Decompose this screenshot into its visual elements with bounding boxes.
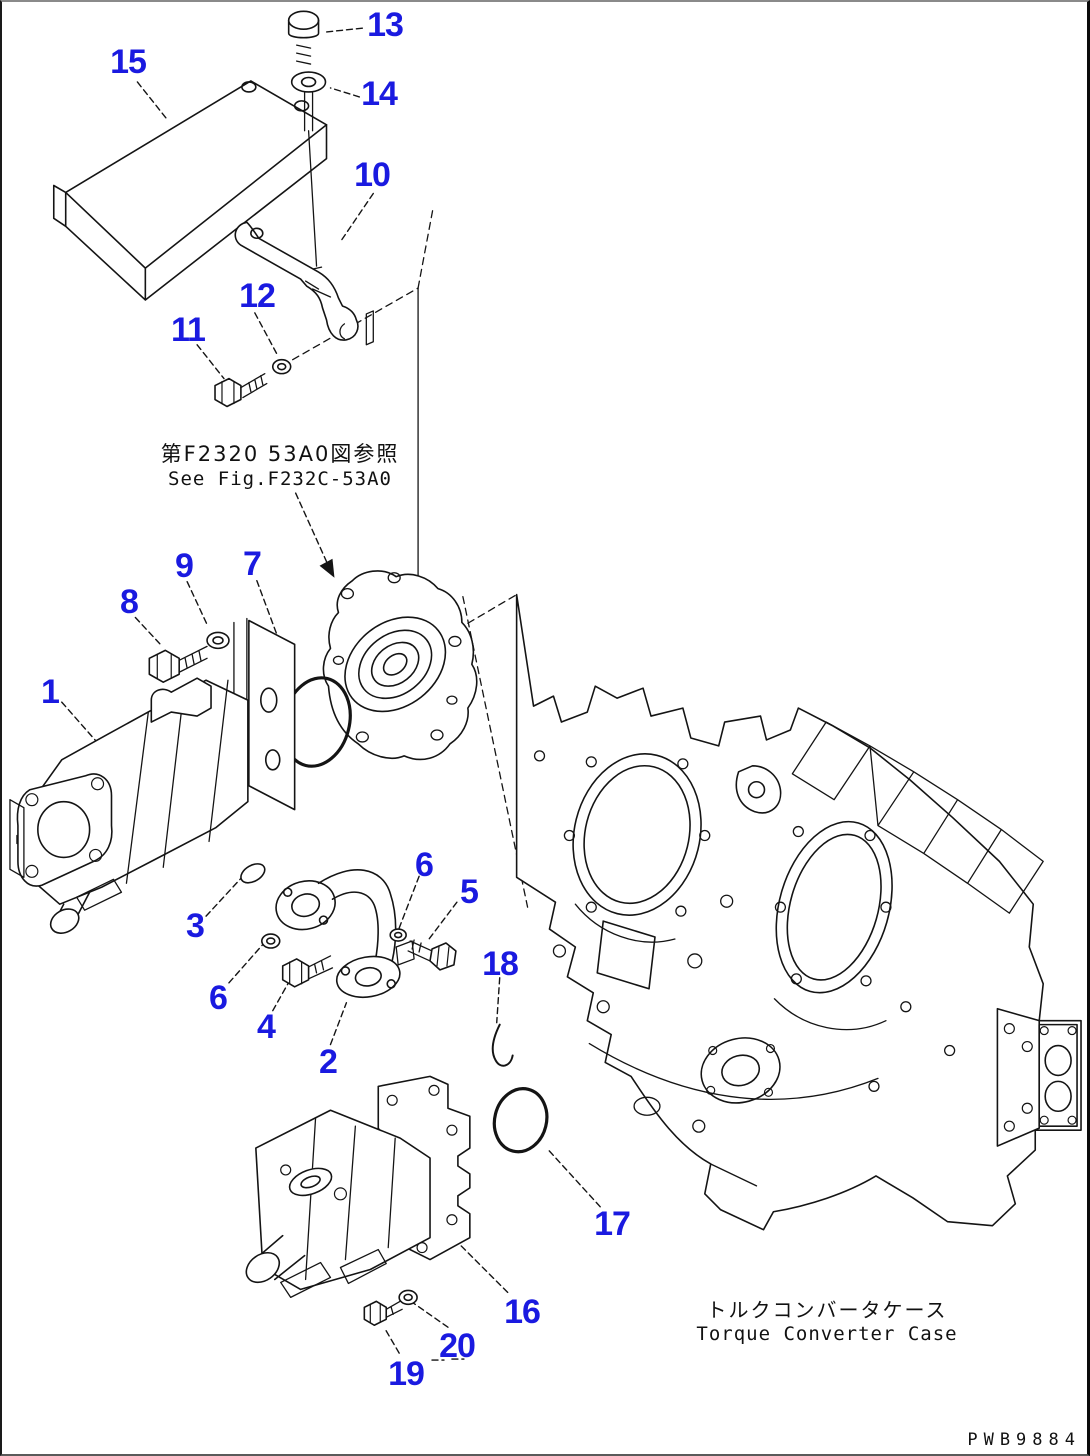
bolt-and-washer-mid	[148, 631, 230, 684]
washer-6-left	[261, 933, 281, 949]
callout-3: 3	[186, 907, 205, 945]
torque-converter-case	[515, 593, 1082, 1231]
callout-5: 5	[460, 873, 479, 911]
case-label: トルクコンバータケース Torque Converter Case	[657, 1294, 997, 1345]
callout-12: 12	[239, 277, 276, 315]
callout-15: 15	[110, 43, 147, 81]
reference-note-en: See Fig.F232C-53A0	[168, 468, 392, 490]
callout-10: 10	[354, 156, 391, 194]
bolt-5	[407, 939, 457, 971]
reference-note-jp: 第F2320 53A0図参照	[160, 442, 400, 466]
callout-2: 2	[319, 1043, 338, 1081]
callout-9: 9	[175, 547, 194, 585]
callout-14: 14	[361, 75, 398, 113]
case-label-jp: トルクコンバータケース	[706, 1298, 948, 1322]
flange-cover	[322, 570, 478, 761]
bracket-arm	[234, 221, 374, 346]
callout-7: 7	[243, 545, 262, 583]
bolt-and-washer-upper	[214, 358, 292, 408]
bolt-and-washer-lower	[363, 1289, 418, 1327]
hydraulic-pump-16	[245, 1075, 471, 1299]
callout-16: 16	[504, 1293, 541, 1331]
hook-18	[491, 1023, 514, 1067]
callout-6a: 6	[415, 846, 434, 884]
callout-8: 8	[120, 583, 139, 621]
hydraulic-pump-1	[9, 617, 296, 934]
callout-4: 4	[257, 1008, 276, 1046]
callout-18: 18	[482, 945, 519, 983]
cover-plate	[52, 80, 328, 301]
plug-3	[240, 863, 266, 884]
o-ring-17	[492, 1087, 549, 1154]
reference-arrow	[294, 492, 335, 578]
doc-number: PWB9884	[967, 1430, 1081, 1450]
bolt-4	[281, 955, 334, 988]
elbow-tube-2	[275, 869, 415, 999]
callout-17: 17	[594, 1205, 631, 1243]
case-label-en: Torque Converter Case	[696, 1323, 958, 1345]
washer-6-right	[389, 928, 407, 942]
callout-11: 11	[171, 311, 206, 349]
callout-6b: 6	[209, 979, 228, 1017]
reference-note: 第F2320 53A0図参照 See Fig.F232C-53A0	[152, 438, 408, 490]
callout-20: 20	[439, 1327, 476, 1365]
callout-13: 13	[367, 6, 404, 44]
cap-and-washer	[287, 10, 327, 270]
callout-1: 1	[41, 673, 60, 711]
leader-lines	[61, 27, 601, 1361]
callout-19: 19	[388, 1355, 425, 1393]
